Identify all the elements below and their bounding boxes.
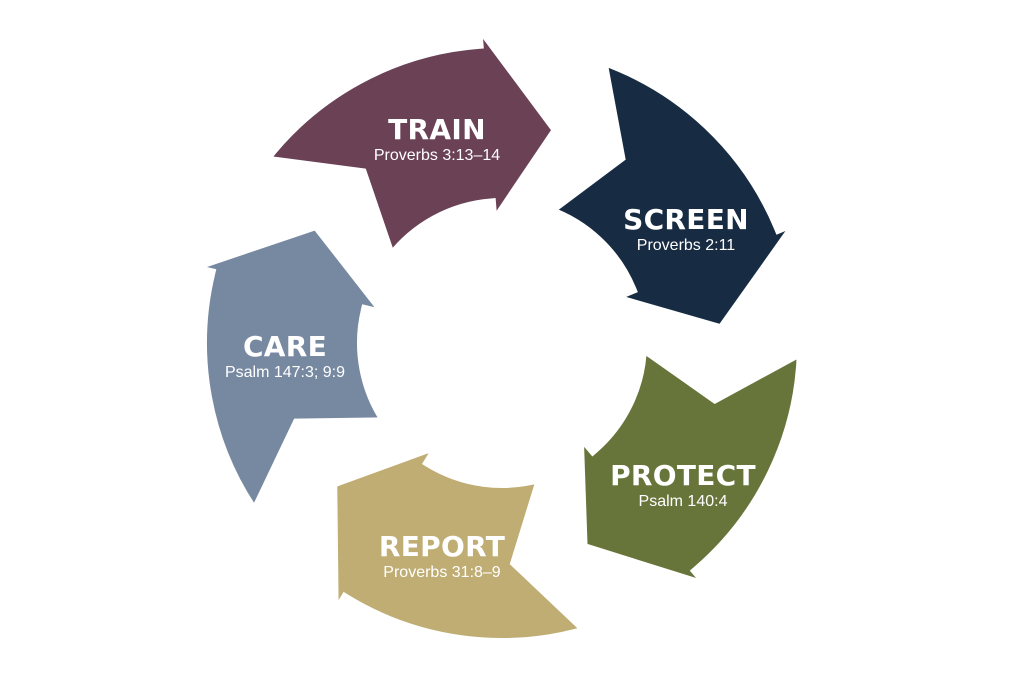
segment-title-protect: PROTECT xyxy=(610,459,756,492)
segment-title-care: CARE xyxy=(242,330,328,363)
segment-title-screen: SCREEN xyxy=(623,203,749,236)
segment-reference-protect: Psalm 140:4 xyxy=(638,493,728,510)
segment-label-care: CARE Psalm 147:3; 9:9 xyxy=(170,333,400,381)
segment-label-screen: SCREEN Proverbs 2:11 xyxy=(571,206,801,254)
arrow-segment-care xyxy=(170,218,401,523)
segment-title-train: TRAIN xyxy=(388,113,486,146)
segment-reference-screen: Proverbs 2:11 xyxy=(636,237,736,254)
segment-title-report: REPORT xyxy=(378,530,506,563)
arrow-segment-protect xyxy=(573,337,808,598)
arrow-segment-train xyxy=(254,5,564,269)
arrow-segment-report xyxy=(327,434,597,648)
segment-reference-care: Psalm 147:3; 9:9 xyxy=(224,364,346,381)
arrow-segment-screen xyxy=(538,52,814,336)
segment-reference-train: Proverbs 3:13–14 xyxy=(373,147,501,164)
segment-label-train: TRAIN Proverbs 3:13–14 xyxy=(322,116,552,164)
segment-label-report: REPORT Proverbs 31:8–9 xyxy=(327,533,557,581)
segment-reference-report: Proverbs 31:8–9 xyxy=(383,564,501,581)
segment-label-protect: PROTECT Psalm 140:4 xyxy=(568,462,798,510)
